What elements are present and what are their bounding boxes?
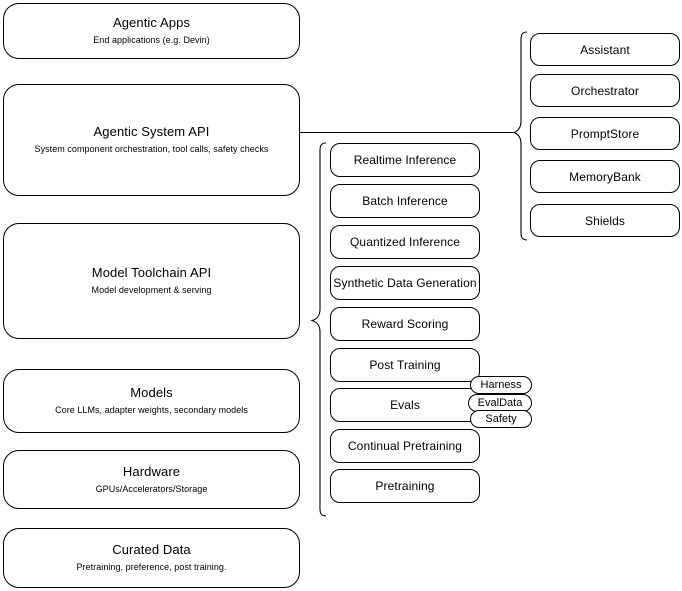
eval-badge-harness[interactable]: Harness	[470, 376, 532, 394]
component-label: Shields	[584, 213, 626, 228]
capability-label: Batch Inference	[362, 194, 448, 208]
eval-badge-safety[interactable]: Safety	[470, 410, 532, 428]
layer-agentic-apps[interactable]: Agentic Apps End applications (e.g. Devi…	[3, 3, 300, 59]
layer-title: Models	[130, 385, 173, 400]
capability-label: Reward Scoring	[361, 317, 449, 331]
system-components-brace	[512, 31, 528, 241]
layer-title: Curated Data	[112, 542, 191, 557]
component-label: Assistant	[580, 42, 630, 57]
capability-label: Evals	[390, 398, 420, 412]
capability-label: Quantized Inference	[350, 235, 460, 249]
capability-label: Pretraining	[375, 479, 435, 493]
layer-title: Hardware	[122, 463, 181, 479]
layer-subtitle: Model development & serving	[91, 285, 212, 295]
capability-pretraining[interactable]: Pretraining	[330, 469, 480, 503]
layer-models[interactable]: Models Core LLMs, adapter weights, secon…	[3, 369, 300, 433]
eval-badge-label: Safety	[485, 412, 517, 425]
layer-agentic-system-api[interactable]: Agentic System API System component orch…	[3, 84, 300, 196]
capability-label: Synthetic Data Generation	[333, 276, 477, 290]
capability-synthetic-data-generation[interactable]: Synthetic Data Generation	[330, 266, 480, 300]
component-label: MemoryBank	[569, 169, 641, 184]
layer-hardware[interactable]: Hardware GPUs/Accelerators/Storage	[3, 450, 300, 509]
layer-subtitle: GPUs/Accelerators/Storage	[95, 483, 208, 494]
capability-realtime-inference[interactable]: Realtime Inference	[330, 143, 480, 177]
layer-subtitle: End applications (e.g. Devin)	[93, 35, 210, 45]
capability-continual-pretraining[interactable]: Continual Pretraining	[330, 429, 480, 463]
capability-reward-scoring[interactable]: Reward Scoring	[330, 307, 480, 341]
toolchain-capabilities-brace	[310, 142, 327, 517]
layer-title: Agentic Apps	[112, 15, 191, 30]
eval-badge-label: EvalData	[477, 396, 523, 409]
component-promptstore[interactable]: PromptStore	[530, 117, 680, 150]
capability-evals[interactable]: Evals	[330, 388, 480, 422]
layer-model-toolchain-api[interactable]: Model Toolchain API Model development & …	[3, 223, 300, 339]
layer-subtitle: System component orchestration, tool cal…	[34, 144, 269, 154]
capability-label: Realtime Inference	[353, 153, 457, 167]
component-orchestrator[interactable]: Orchestrator	[530, 74, 680, 107]
layer-subtitle: Pretraining, preference, post training.	[76, 562, 227, 572]
component-shields[interactable]: Shields	[530, 204, 680, 237]
capability-label: Continual Pretraining	[347, 439, 463, 453]
capability-batch-inference[interactable]: Batch Inference	[330, 184, 480, 218]
layer-title: Agentic System API	[93, 124, 210, 139]
component-assistant[interactable]: Assistant	[530, 33, 680, 66]
layer-title: Model Toolchain API	[91, 265, 212, 280]
capability-post-training[interactable]: Post Training	[330, 348, 480, 382]
layer-curated-data[interactable]: Curated Data Pretraining, preference, po…	[3, 528, 300, 588]
component-memorybank[interactable]: MemoryBank	[530, 160, 680, 193]
capability-quantized-inference[interactable]: Quantized Inference	[330, 225, 480, 259]
component-label: PromptStore	[570, 126, 640, 141]
component-label: Orchestrator	[571, 83, 639, 98]
eval-badge-label: Harness	[480, 378, 522, 391]
layer-subtitle: Core LLMs, adapter weights, secondary mo…	[55, 405, 248, 415]
capability-label: Post Training	[369, 358, 441, 372]
